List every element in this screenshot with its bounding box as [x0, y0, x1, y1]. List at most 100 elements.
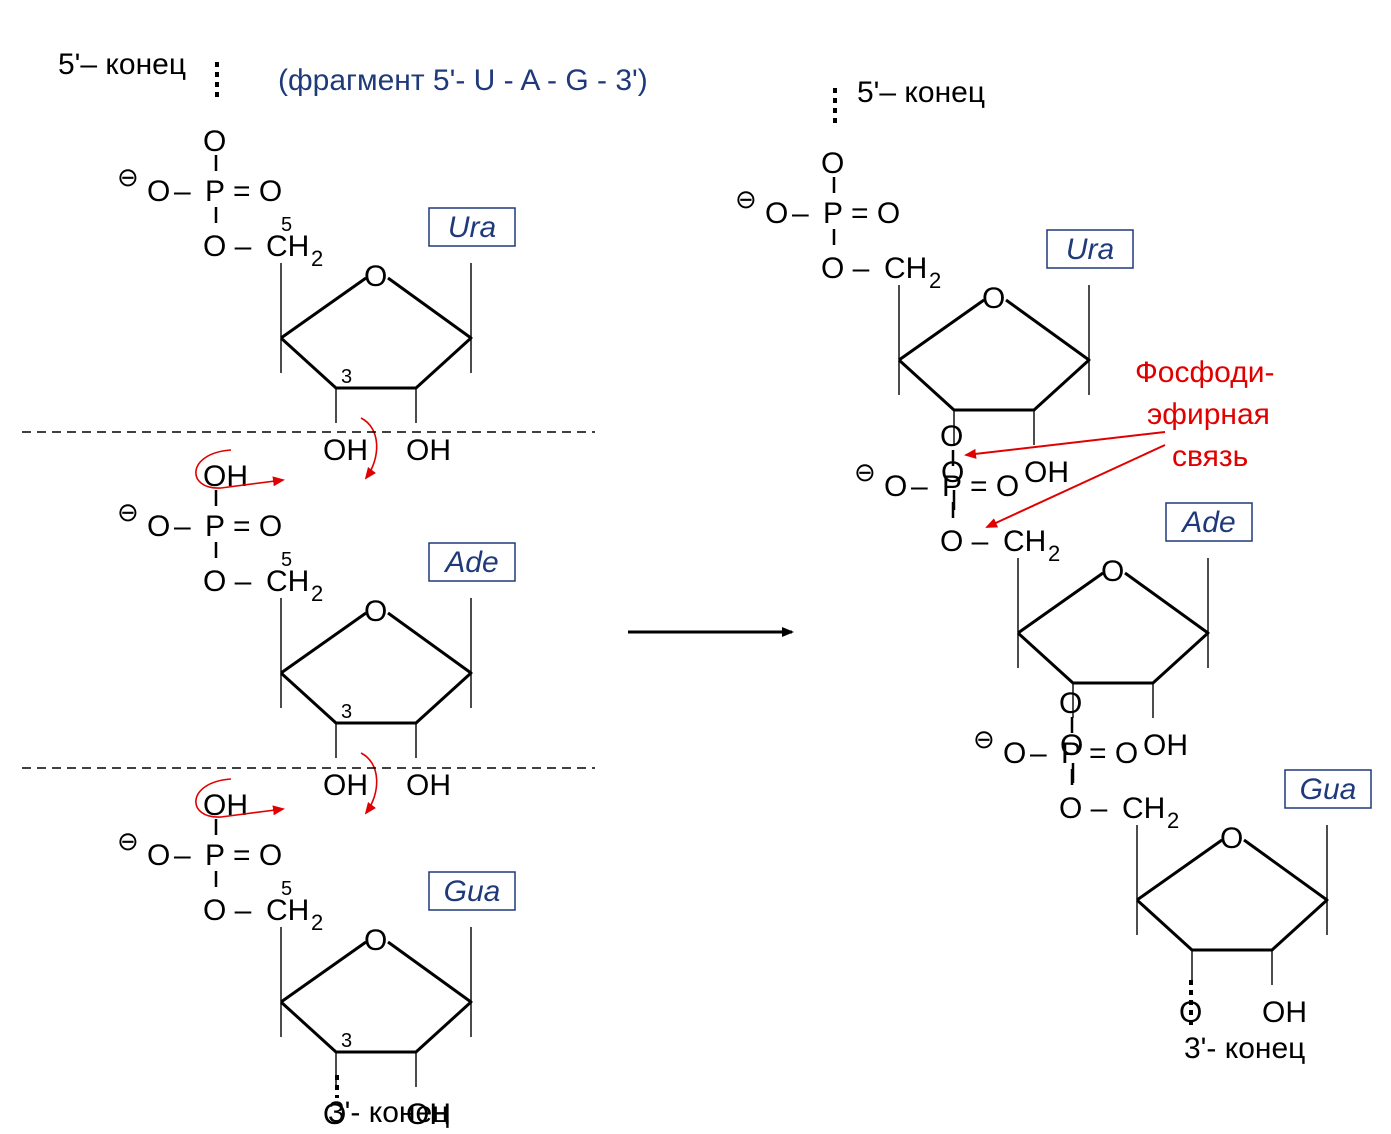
- ring-bond: [279, 940, 473, 1054]
- phosphate-double-oxygen: = O: [233, 839, 282, 872]
- phosphate-dash: –: [1030, 737, 1047, 770]
- ester-oxygen: O –: [940, 525, 989, 558]
- c3-hydroxyl: OH: [323, 434, 368, 467]
- phosphorus-atom: P: [942, 470, 962, 503]
- phosphate-anionic-oxygen: O: [884, 470, 907, 503]
- negative-charge-icon: ⊖: [854, 457, 876, 487]
- ester-oxygen: O –: [203, 894, 252, 927]
- ch2-subscript: 2: [311, 910, 323, 935]
- phosphate-dash: –: [174, 839, 191, 872]
- nucleobase-label: Ura: [1066, 233, 1114, 266]
- ring-bond: [280, 611, 367, 675]
- c3-bridge-oxygen: O: [323, 1098, 346, 1131]
- phosphate-double-oxygen: = O: [233, 510, 282, 543]
- left-3prime-end-label: 3ʹ- конец: [328, 1096, 449, 1129]
- phosphate-double-oxygen: = O: [233, 175, 282, 208]
- phosphorus-atom: P: [205, 839, 225, 872]
- ester-oxygen: O –: [1059, 792, 1108, 825]
- phosphodiester-label-line2: эфирная: [1147, 398, 1270, 431]
- phosphate-anionic-oxygen: O: [1003, 737, 1026, 770]
- c2-hydroxyl: OH: [406, 434, 451, 467]
- right-3prime-end-label: 3ʹ- конец: [1184, 1032, 1305, 1065]
- phosphate-double-oxygen: = O: [1089, 737, 1138, 770]
- negative-charge-icon: ⊖: [117, 162, 139, 192]
- phosphate-dash: –: [174, 510, 191, 543]
- nucleobase-label: Ade: [443, 546, 498, 579]
- ring-oxygen: O: [982, 282, 1005, 315]
- carbon5-number: 5: [281, 549, 292, 571]
- ring-bond: [279, 611, 473, 725]
- ring-oxygen: O: [1101, 555, 1124, 588]
- ester-oxygen: O –: [203, 230, 252, 263]
- ch2-group: CH: [1122, 792, 1165, 825]
- nucleobase-box: [428, 542, 516, 582]
- phosphate-dash: –: [174, 175, 191, 208]
- ring-oxygen: O: [364, 924, 387, 957]
- negative-charge-icon: ⊖: [973, 724, 995, 754]
- ch2-subscript: 2: [1048, 541, 1060, 566]
- ring-bond: [1135, 838, 1329, 952]
- ring-oxygen: O: [364, 260, 387, 293]
- c2-hydroxyl: OH: [1024, 456, 1069, 489]
- condensation-arrow-hydroxyl: [360, 752, 378, 815]
- ester-oxygen: O –: [203, 565, 252, 598]
- ring-oxygen: O: [364, 595, 387, 628]
- condensation-arrow-phosphate: [195, 778, 285, 818]
- phosphodiester-label-line1: Фосфоди-: [1135, 356, 1274, 389]
- negative-charge-icon: ⊖: [117, 497, 139, 527]
- c2-hydroxyl: OH: [1262, 996, 1307, 1029]
- nucleobase-box: [428, 207, 516, 247]
- negative-charge-icon: ⊖: [735, 184, 757, 214]
- ring-bond: [280, 276, 367, 340]
- ring-bond: [1016, 571, 1210, 685]
- c2-hydroxyl: OH: [406, 1098, 451, 1131]
- phosphate-double-oxygen: = O: [851, 197, 900, 230]
- ch2-subscript: 2: [311, 246, 323, 271]
- phosphate-bridge-oxygen: O: [821, 147, 844, 180]
- ring-bond: [279, 276, 473, 390]
- phosphate-double-oxygen: = O: [970, 470, 1019, 503]
- nucleobase-label: Gua: [444, 875, 501, 908]
- ch2-group: CH: [266, 894, 309, 927]
- phosphorus-atom: P: [823, 197, 843, 230]
- ch2-subscript: 2: [311, 581, 323, 606]
- annotation-arrow-to-ester-oxygen: [985, 444, 1166, 528]
- phosphate-bridge-oxygen: O: [940, 420, 963, 453]
- ester-oxygen: O –: [821, 252, 870, 285]
- carbon5-number: 5: [281, 878, 292, 900]
- phosphate-dash: –: [792, 197, 809, 230]
- c3-bridge-oxygen: O: [941, 456, 964, 489]
- phosphorus-atom: P: [1061, 737, 1081, 770]
- annotation-arrow-to-phosphorus: [964, 431, 1166, 459]
- phosphate-anionic-oxygen: O: [765, 197, 788, 230]
- carbon5-number: 5: [281, 214, 292, 236]
- nucleobase-box: [1284, 769, 1372, 809]
- nucleobase-box: [1165, 502, 1253, 542]
- condensation-arrow-hydroxyl: [360, 417, 378, 480]
- carbon3-number: 3: [341, 1030, 352, 1052]
- nucleobase-label: Ade: [1180, 506, 1235, 539]
- ring-bond: [898, 298, 985, 362]
- ch2-subscript: 2: [1167, 808, 1179, 833]
- right-5prime-end-label: 5ʹ– конец: [857, 76, 985, 109]
- phosphate-bridge-oxygen: O: [1059, 687, 1082, 720]
- ring-bond: [1136, 838, 1223, 902]
- phosphate-dash: –: [911, 470, 928, 503]
- phosphate-anionic-oxygen: O: [147, 175, 170, 208]
- left-5prime-end-label: 5ʹ– конец: [58, 48, 186, 81]
- c3-bridge-oxygen: O: [1060, 729, 1083, 762]
- nucleobase-label: Ura: [448, 211, 496, 244]
- c2-hydroxyl: OH: [1143, 729, 1188, 762]
- c2-hydroxyl: OH: [406, 769, 451, 802]
- c3-hydroxyl: OH: [323, 769, 368, 802]
- ring-oxygen: O: [1220, 822, 1243, 855]
- phosphodiester-label-line3: связь: [1172, 440, 1248, 473]
- ch2-subscript: 2: [929, 268, 941, 293]
- ch2-group: CH: [266, 230, 309, 263]
- ch2-group: CH: [884, 252, 927, 285]
- phosphate-bridge-oxygen: O: [203, 125, 226, 158]
- phosphorus-atom: P: [205, 175, 225, 208]
